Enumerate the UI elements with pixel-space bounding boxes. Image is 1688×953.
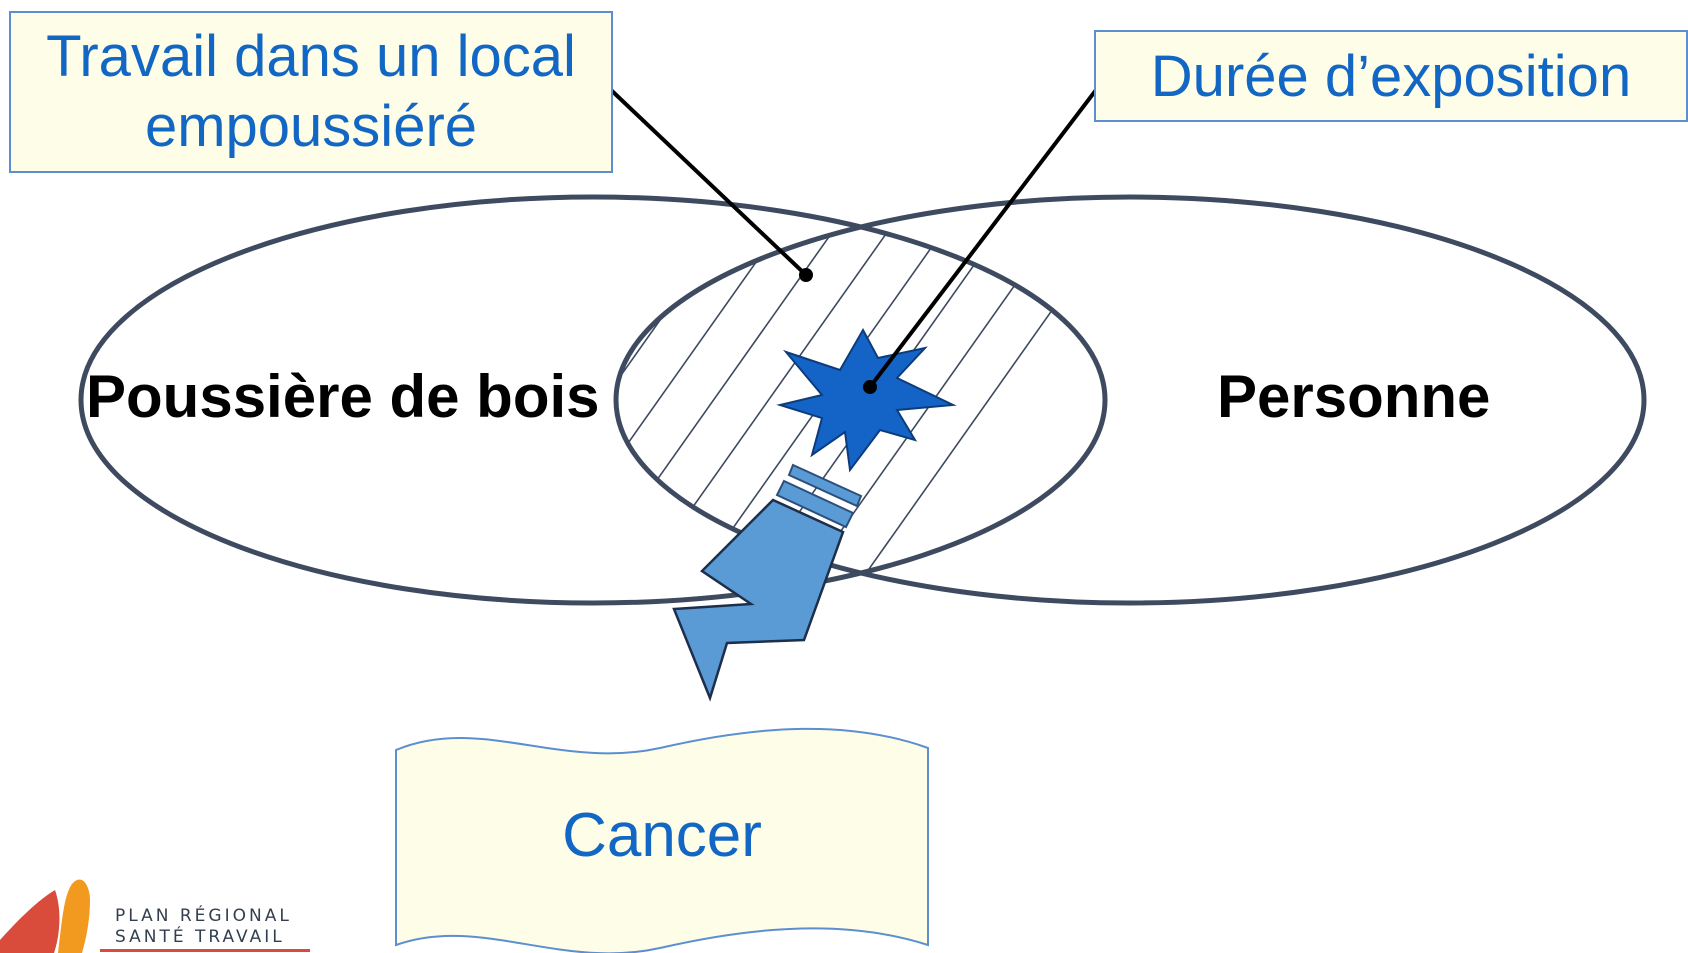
label-wood-dust: Poussière de bois [86,363,600,430]
leader-dot-work [799,268,813,282]
callout-dusty-room: Travail dans un local empoussiéré [9,11,613,173]
callout-exposure-duration: Durée d’exposition [1094,30,1688,122]
ellipse-person [613,194,1647,606]
logo-text-line1: PLAN RÉGIONAL [115,906,292,926]
logo-underline [100,949,310,952]
down-left-arrow-icon [672,463,863,702]
logo: PLAN RÉGIONAL SANTÉ TRAVAIL [0,876,320,953]
leader-line-duration [868,88,1098,389]
cancer-banner [395,727,929,953]
logo-text-line2: SANTÉ TRAVAIL [115,927,285,947]
label-person: Personne [1217,363,1491,430]
ellipse-wood-dust [78,194,1108,606]
leader-dot-duration [863,380,877,394]
callout-dusty-room-line1: Travail dans un local [46,24,576,89]
leader-line-work [609,88,808,277]
callout-dusty-room-line2: empoussiéré [144,94,478,159]
hatch-line [616,199,801,603]
explosion-icon [776,327,957,473]
label-cancer: Cancer [562,801,762,870]
callout-exposure-duration-text: Durée d’exposition [1150,43,1632,109]
logo-mark-icon [0,879,90,953]
